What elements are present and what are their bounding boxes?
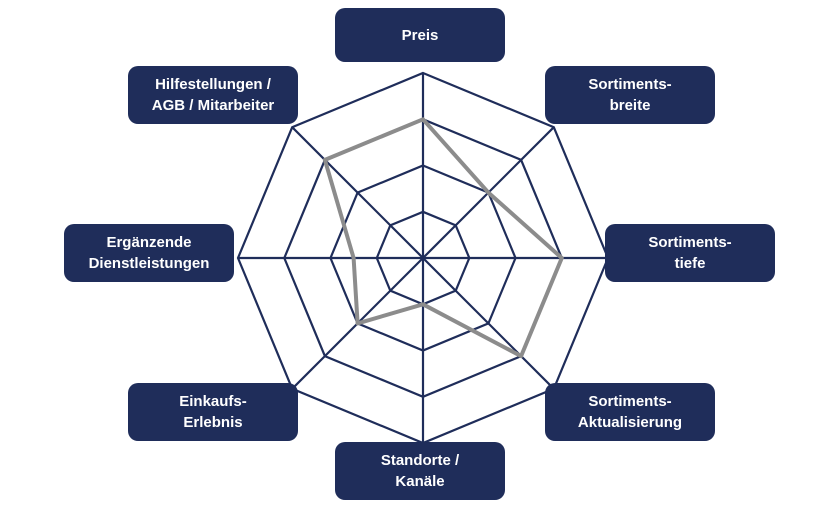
axis-label-preis: Preis <box>335 8 505 62</box>
series-line-0 <box>322 117 564 359</box>
axis-label-sortiments-aktualisierung: Sortiments- Aktualisierung <box>545 383 715 441</box>
axis-label-sortimentstiefe: Sortiments- tiefe <box>605 224 775 282</box>
axis-label-einkaufserlebnis: Einkaufs- Erlebnis <box>128 383 298 441</box>
axis-label-standorte-kanaele: Standorte / Kanäle <box>335 442 505 500</box>
axis-label-ergaenzende-dienstleistungen: Ergänzende Dienstleistungen <box>64 224 234 282</box>
axis-label-sortimentsbreite: Sortiments- breite <box>545 66 715 124</box>
grid-spoke-3 <box>422 257 555 390</box>
grid-spoke-7 <box>291 126 424 259</box>
axis-label-hilfestellungen: Hilfestellungen / AGB / Mitarbeiter <box>128 66 298 124</box>
radar-series <box>322 117 564 359</box>
